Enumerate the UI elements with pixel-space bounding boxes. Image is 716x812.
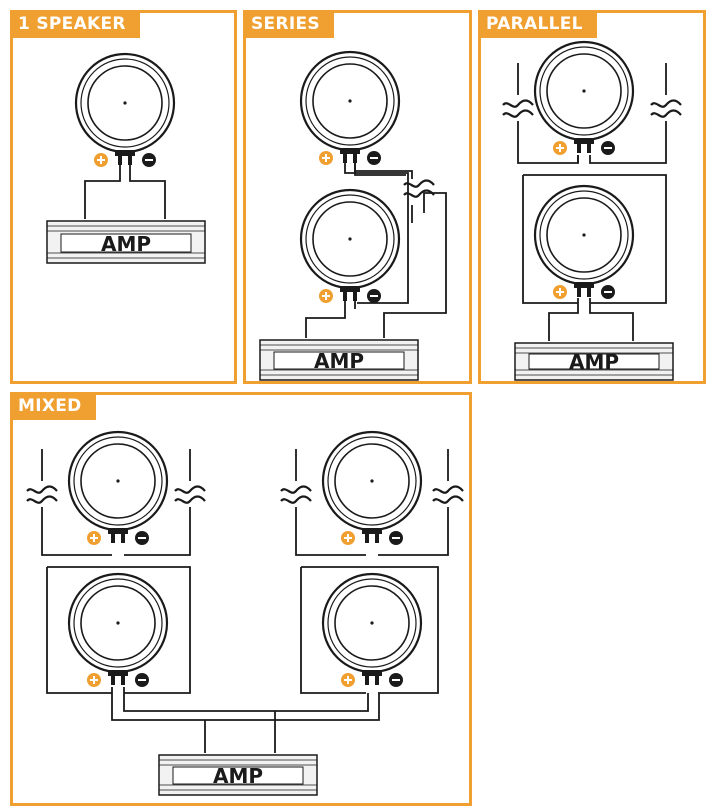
wave-break-icon [502, 99, 534, 118]
minus-circle-icon [367, 289, 381, 303]
amp-label: AMP [569, 350, 619, 374]
wave-break-icon [26, 485, 58, 504]
wiring-diagram: AMP [502, 40, 682, 381]
speaker [74, 52, 176, 167]
wires [517, 63, 667, 341]
plus-circle-icon [319, 151, 333, 165]
amp-label: AMP [213, 764, 263, 788]
plus-circle-icon [553, 141, 567, 155]
speaker [299, 50, 401, 165]
panel-title: PARALLEL [478, 10, 597, 38]
minus-circle-icon [135, 531, 149, 545]
minus-circle-icon [135, 673, 149, 687]
amplifier: AMP [158, 754, 318, 796]
minus-circle-icon [601, 141, 615, 155]
speaker [533, 40, 635, 155]
minus-circle-icon [389, 673, 403, 687]
panel-title: 1 SPEAKER [10, 10, 140, 38]
plus-circle-icon [553, 285, 567, 299]
wave-break-icon [432, 485, 464, 504]
plus-circle-icon [341, 673, 355, 687]
wires [84, 165, 166, 219]
wave-break-icon [280, 485, 312, 504]
panel-parallel: PARALLEL [478, 10, 706, 384]
panel-title: SERIES [243, 10, 334, 38]
wiring-diagram: AMP [46, 52, 206, 264]
minus-circle-icon [367, 151, 381, 165]
amp-label: AMP [101, 232, 151, 256]
amplifier: AMP [46, 220, 206, 264]
amp-label: AMP [314, 349, 364, 373]
plus-circle-icon [319, 289, 333, 303]
minus-circle-icon [142, 153, 156, 167]
panel-title: MIXED [10, 392, 96, 420]
wiring-diagram: AMP [259, 50, 447, 381]
plus-circle-icon [94, 153, 108, 167]
wires [41, 449, 449, 753]
speaker [299, 188, 401, 303]
panel-series: SERIES [243, 10, 472, 384]
plus-circle-icon [341, 531, 355, 545]
panel-mixed: MIXED [10, 392, 472, 806]
panel-one-speaker: 1 SPEAKER AMP [10, 10, 237, 384]
speaker [321, 572, 423, 687]
speaker [67, 572, 169, 687]
wires [305, 163, 447, 338]
speaker [67, 430, 169, 545]
wave-break-icon [403, 179, 435, 198]
speaker [321, 430, 423, 545]
speaker [533, 184, 635, 299]
amplifier: AMP [259, 339, 419, 381]
wiring-diagram: AMP [26, 430, 464, 796]
plus-circle-icon [87, 673, 101, 687]
wave-break-icon [650, 99, 682, 118]
minus-circle-icon [601, 285, 615, 299]
amplifier: AMP [514, 342, 674, 381]
minus-circle-icon [389, 531, 403, 545]
wave-break-icon [174, 485, 206, 504]
plus-circle-icon [87, 531, 101, 545]
